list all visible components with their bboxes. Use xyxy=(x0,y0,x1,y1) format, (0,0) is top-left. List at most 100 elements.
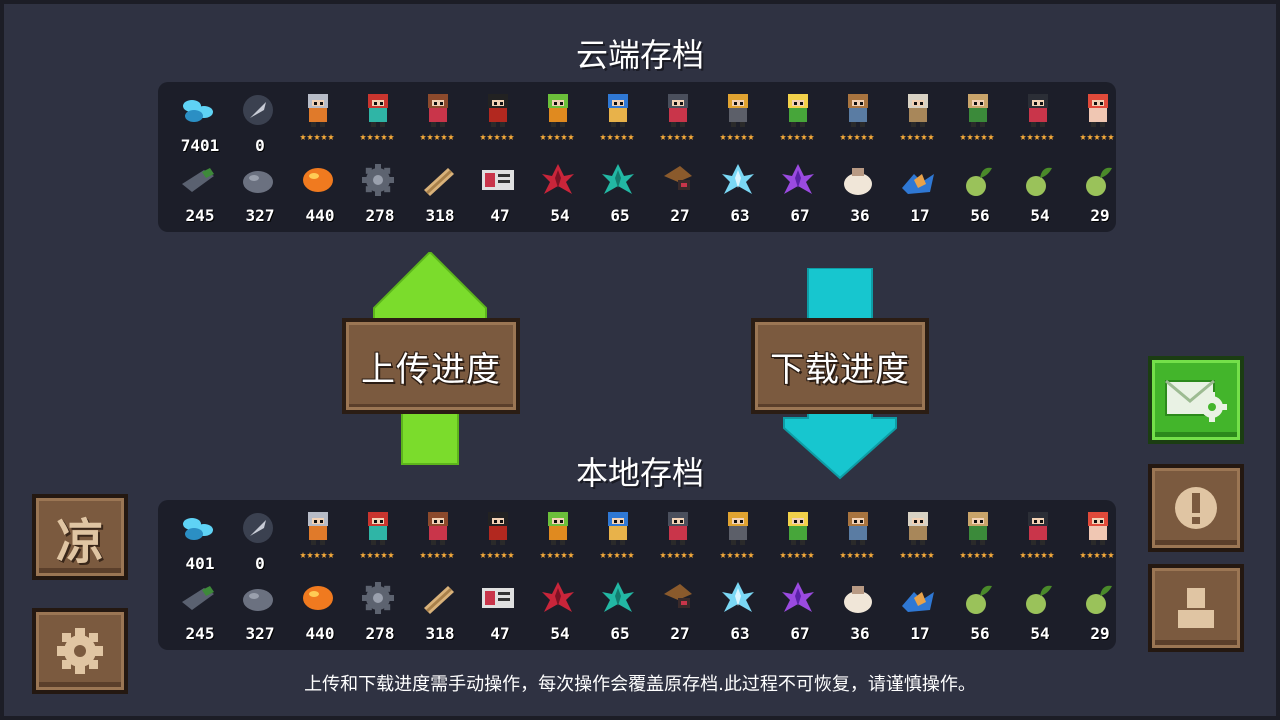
star-icon xyxy=(314,552,320,558)
exclamation-icon xyxy=(1175,487,1217,529)
save-item-cell: 47 xyxy=(464,576,524,646)
star-icon xyxy=(667,552,673,558)
star-icon xyxy=(1108,134,1114,140)
star-icon xyxy=(480,552,486,558)
battery-icon xyxy=(182,168,214,192)
save-item-cell: 65 xyxy=(584,158,644,228)
star-icon xyxy=(441,134,447,140)
star-icon xyxy=(480,134,486,140)
star-icon xyxy=(614,552,620,558)
star-icon xyxy=(307,134,313,140)
gear-icon xyxy=(57,628,103,674)
save-item-cell xyxy=(1064,506,1116,576)
engineer-icon xyxy=(608,94,628,127)
star-icon xyxy=(547,134,553,140)
amber-icon xyxy=(303,586,333,610)
star-icon xyxy=(914,134,920,140)
settings-button[interactable] xyxy=(32,608,128,694)
star-icon xyxy=(808,134,814,140)
save-item-cell xyxy=(644,88,704,158)
hero-stars xyxy=(960,134,1000,146)
save-item-cell xyxy=(404,88,464,158)
red-leaf-icon xyxy=(542,582,574,612)
save-item-cell xyxy=(584,506,644,576)
star-icon xyxy=(501,552,507,558)
star-icon xyxy=(1087,134,1093,140)
elf-icon xyxy=(788,512,808,545)
star-icon xyxy=(808,552,814,558)
star-icon xyxy=(780,552,786,558)
star-icon xyxy=(547,552,553,558)
item-count: 36 xyxy=(850,206,870,225)
star-icon xyxy=(1101,134,1107,140)
seed-icon xyxy=(1026,167,1052,196)
star-icon xyxy=(360,552,366,558)
star-icon xyxy=(420,552,426,558)
star-icon xyxy=(900,134,906,140)
save-item-cell: 54 xyxy=(1004,576,1064,646)
hero-stars xyxy=(960,552,1000,564)
rogue-icon xyxy=(368,94,388,127)
save-item-cell xyxy=(944,506,1004,576)
item-count: 440 xyxy=(305,206,335,225)
item-count: 7401 xyxy=(180,136,220,155)
mail-settings-button[interactable] xyxy=(1148,356,1244,444)
save-item-cell: 401 xyxy=(164,506,224,576)
upload-progress-button[interactable]: 上传进度 xyxy=(342,318,520,414)
star-icon xyxy=(727,552,733,558)
star-icon xyxy=(681,134,687,140)
hero-stars xyxy=(660,552,700,564)
battery-icon xyxy=(182,586,214,610)
seed-icon xyxy=(966,167,992,196)
purple-crystal-icon xyxy=(782,582,814,612)
werewolf-icon xyxy=(848,512,868,545)
hero-stars xyxy=(300,552,340,564)
item-count: 65 xyxy=(610,624,630,643)
hero-stars xyxy=(420,134,460,146)
star-icon xyxy=(487,134,493,140)
flower-icon xyxy=(902,592,934,612)
hero-stars xyxy=(600,552,640,564)
cloud-save-title: 云端存档 xyxy=(575,36,704,74)
save-item-cell xyxy=(764,506,824,576)
person-icon xyxy=(1178,588,1214,628)
star-icon xyxy=(734,552,740,558)
star-icon xyxy=(748,552,754,558)
star-icon xyxy=(840,552,846,558)
item-count: 54 xyxy=(550,624,570,643)
wizard-icon xyxy=(428,512,448,545)
gear-part-icon xyxy=(362,582,394,614)
star-icon xyxy=(621,134,627,140)
download-progress-button[interactable]: 下载进度 xyxy=(751,318,929,414)
wood-plank-icon xyxy=(424,168,454,196)
star-icon xyxy=(974,134,980,140)
star-icon xyxy=(741,552,747,558)
star-icon xyxy=(388,552,394,558)
star-icon xyxy=(360,134,366,140)
ore-icon xyxy=(243,589,273,611)
star-icon xyxy=(434,134,440,140)
chip-icon xyxy=(482,170,514,190)
star-icon xyxy=(928,552,934,558)
item-count: 327 xyxy=(245,624,275,643)
alchemist-icon xyxy=(548,94,568,127)
season-button[interactable]: 凉 xyxy=(32,494,128,580)
notice-button[interactable] xyxy=(1148,464,1244,552)
save-item-cell: 17 xyxy=(884,576,944,646)
knight-icon xyxy=(308,512,328,545)
save-item-cell: 27 xyxy=(644,158,704,228)
item-count: 63 xyxy=(730,624,750,643)
star-icon xyxy=(321,134,327,140)
star-icon xyxy=(328,552,334,558)
item-count: 0 xyxy=(255,554,265,573)
sack-icon xyxy=(844,586,872,613)
save-item-cell xyxy=(644,506,704,576)
save-item-cell: 0 xyxy=(224,88,284,158)
save-item-cell: 440 xyxy=(284,576,344,646)
item-count: 278 xyxy=(365,624,395,643)
star-icon xyxy=(1048,552,1054,558)
druid-icon xyxy=(968,94,988,127)
berserker-icon xyxy=(1088,512,1108,545)
account-button[interactable] xyxy=(1148,564,1244,652)
star-icon xyxy=(554,552,560,558)
